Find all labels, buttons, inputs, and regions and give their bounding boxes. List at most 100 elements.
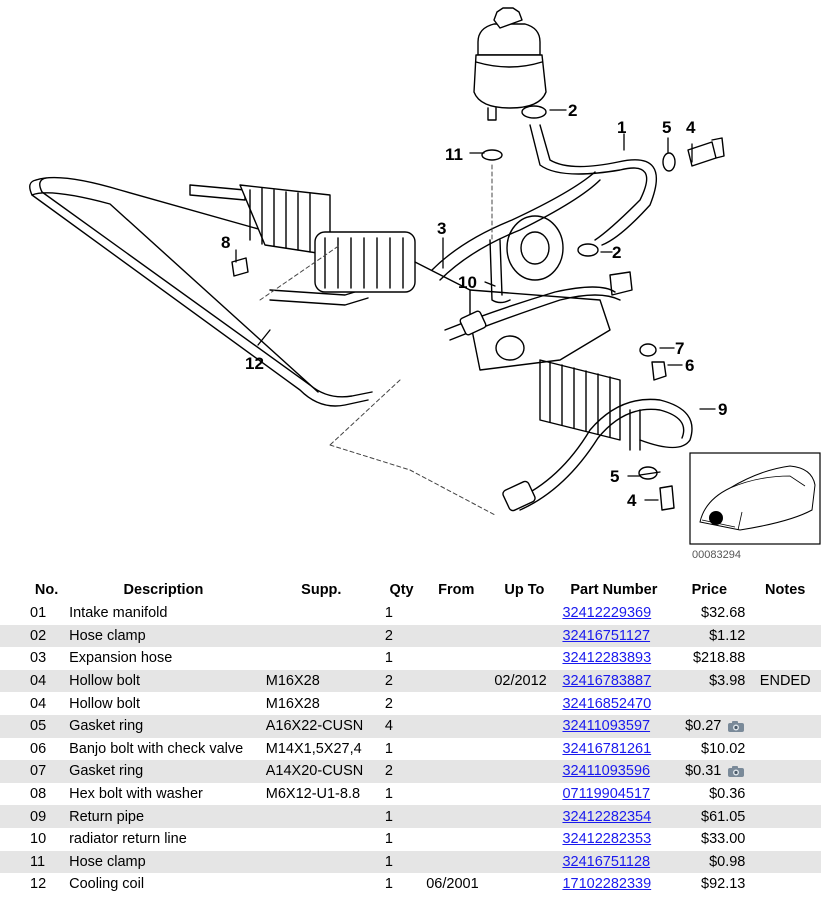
part-number-link[interactable]: 32416781261 bbox=[562, 740, 652, 757]
cell-qty: 1 bbox=[384, 831, 393, 848]
guide-lines bbox=[259, 164, 496, 516]
part-number-link[interactable]: 32412282353 bbox=[562, 831, 652, 848]
cell-supp bbox=[262, 602, 381, 625]
header-notes: Notes bbox=[765, 582, 806, 598]
header-no: No. bbox=[34, 582, 59, 598]
cell-up-to bbox=[490, 738, 558, 761]
cell-description: Cooling coil bbox=[69, 876, 145, 893]
part-number-link[interactable]: 07119904517 bbox=[562, 786, 651, 803]
reservoir-part bbox=[473, 7, 547, 121]
cell-description: Hose clamp bbox=[69, 853, 146, 870]
part-number-link[interactable]: 32412282354 bbox=[562, 808, 652, 825]
callout-7: 7 bbox=[675, 339, 684, 358]
part-number-link[interactable]: 32412229369 bbox=[562, 605, 652, 622]
cell-part-number: 32412229369 bbox=[558, 602, 669, 625]
steering-rack-part bbox=[189, 184, 633, 441]
cell-description: Expansion hose bbox=[69, 650, 173, 667]
hoses-part bbox=[431, 124, 658, 341]
cell-from bbox=[422, 670, 490, 693]
diagram-illustration: 1 2 2 3 4 4 5 5 6 7 8 9 10 11 12 0008329… bbox=[29, 7, 821, 561]
cell-no: 06 bbox=[30, 740, 47, 757]
part-number-link[interactable]: 32411093596 bbox=[562, 763, 651, 780]
cell-price: $10.02 bbox=[669, 738, 749, 761]
cell-notes bbox=[749, 647, 821, 670]
price-value: $32.68 bbox=[701, 605, 746, 622]
cell-no: 04 bbox=[30, 673, 47, 690]
cell-qty: 1 bbox=[384, 786, 393, 803]
price-value: $61.05 bbox=[701, 808, 746, 825]
cell-notes: ENDED bbox=[759, 673, 811, 690]
callout-6: 6 bbox=[685, 356, 694, 375]
cell-no: 12 bbox=[30, 876, 47, 893]
part-number-link[interactable]: 17102282339 bbox=[562, 876, 652, 893]
cell-part-number: 32412283893 bbox=[558, 647, 669, 670]
cell-part-number: 32416751127 bbox=[558, 625, 669, 648]
cell-qty: 4 bbox=[384, 718, 393, 735]
cell-price: $33.00 bbox=[669, 828, 749, 851]
cell-up-to bbox=[490, 692, 558, 715]
cell-supp: M14X1,5X27,4 bbox=[265, 740, 362, 757]
price-value: $0.36 bbox=[709, 786, 746, 803]
cell-price bbox=[669, 692, 749, 715]
cell-description: Hose clamp bbox=[69, 627, 146, 644]
cell-supp: A14X20-CUSN bbox=[265, 763, 364, 780]
part-number-link[interactable]: 32416751127 bbox=[562, 627, 651, 644]
cell-from bbox=[422, 625, 490, 648]
table-header-row: No. Description Supp. Qty From Up To Par… bbox=[0, 578, 821, 602]
cell-description: Intake manifold bbox=[69, 605, 168, 622]
cell-price: $3.98 bbox=[669, 670, 749, 693]
callout-2-top: 2 bbox=[568, 101, 577, 120]
camera-icon[interactable] bbox=[727, 720, 745, 733]
cell-price: $1.12 bbox=[669, 625, 749, 648]
part-number-link[interactable]: 32416852470 bbox=[562, 695, 652, 712]
cell-description: Hollow bolt bbox=[69, 695, 141, 712]
cell-up-to bbox=[490, 851, 558, 874]
cell-no: 11 bbox=[30, 853, 46, 870]
cell-up-to bbox=[490, 715, 558, 738]
cell-supp bbox=[262, 828, 381, 851]
price-value: $10.02 bbox=[701, 740, 746, 757]
cell-description: Return pipe bbox=[69, 808, 145, 825]
cell-qty: 2 bbox=[384, 763, 393, 780]
cell-up-to bbox=[490, 602, 558, 625]
cell-qty: 1 bbox=[384, 605, 393, 622]
cell-part-number: 32411093596 bbox=[558, 760, 669, 783]
cell-no: 01 bbox=[30, 605, 47, 622]
part-number-link[interactable]: 32411093597 bbox=[562, 718, 651, 735]
callout-labels: 1 2 2 3 4 4 5 5 6 7 8 9 10 11 12 0008329… bbox=[221, 101, 741, 561]
cell-price: $32.68 bbox=[669, 602, 749, 625]
cell-part-number: 32412282354 bbox=[558, 805, 669, 828]
cell-up-to bbox=[490, 760, 558, 783]
camera-icon[interactable] bbox=[727, 765, 745, 778]
cell-description: Banjo bolt with check valve bbox=[69, 740, 244, 757]
header-part-number: Part Number bbox=[570, 582, 658, 598]
part-number-link[interactable]: 32416783887 bbox=[562, 673, 652, 690]
cell-no: 04 bbox=[30, 695, 47, 712]
cell-from bbox=[422, 602, 490, 625]
cell-description: Hex bolt with washer bbox=[69, 786, 203, 803]
cell-supp bbox=[262, 647, 381, 670]
callout-3: 3 bbox=[437, 219, 446, 238]
cell-price: $218.88 bbox=[669, 647, 749, 670]
cell-from bbox=[422, 738, 490, 761]
cell-up-to bbox=[490, 805, 558, 828]
cell-part-number: 32416852470 bbox=[558, 692, 669, 715]
cell-qty: 1 bbox=[384, 876, 393, 893]
header-up-to: Up To bbox=[504, 582, 545, 598]
header-price: Price bbox=[691, 582, 728, 598]
cell-price: $61.05 bbox=[669, 805, 749, 828]
part-number-link[interactable]: 32416751128 bbox=[562, 853, 651, 870]
callout-12: 12 bbox=[245, 354, 264, 373]
part-number-link[interactable]: 32412283893 bbox=[562, 650, 652, 667]
cell-no: 09 bbox=[30, 808, 47, 825]
cell-qty: 2 bbox=[384, 695, 393, 712]
cell-supp: M6X12-U1-8.8 bbox=[265, 786, 361, 803]
cell-supp: M16X28 bbox=[265, 673, 320, 690]
cell-price: $92.13 bbox=[669, 873, 749, 896]
callout-8: 8 bbox=[221, 233, 230, 252]
